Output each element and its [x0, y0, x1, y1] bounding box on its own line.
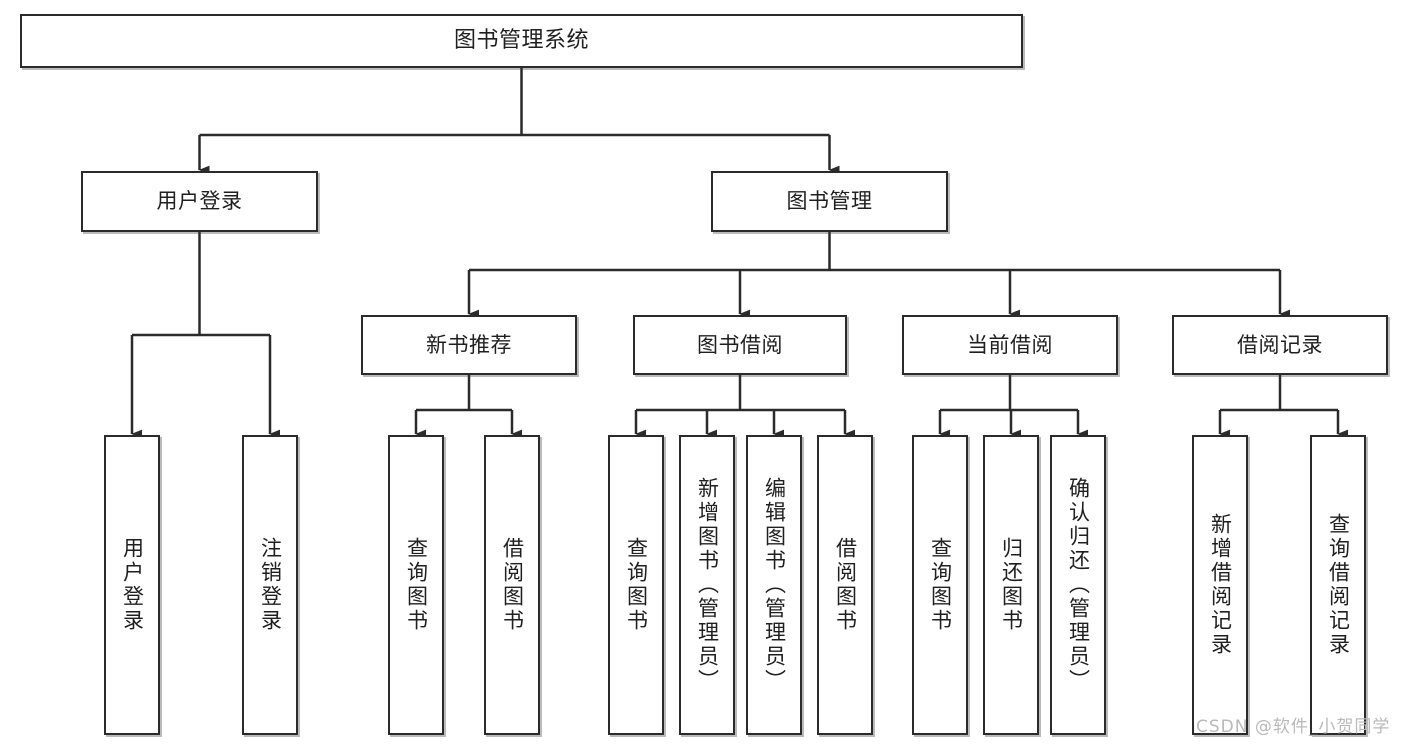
node-leaf-user-login[interactable]: 用户登录 [104, 435, 160, 735]
csdn-watermark: CSDN @软件_小贺同学 [1196, 717, 1391, 737]
node-current-borrow[interactable]: 当前借阅 [902, 315, 1118, 375]
node-leaf-add-record[interactable]: 新增借阅记录 [1192, 435, 1248, 735]
node-label: 图书借阅 [697, 332, 783, 357]
node-label: 借阅图书 [833, 537, 858, 633]
node-label: 查询图书 [624, 537, 649, 633]
node-label: 查询借阅记录 [1326, 513, 1351, 657]
node-label: 新增借阅记录 [1208, 513, 1233, 657]
node-leaf-borrow-book-1[interactable]: 借阅图书 [484, 435, 540, 735]
node-borrow-record[interactable]: 借阅记录 [1172, 315, 1388, 375]
node-label: 图书管理 [786, 189, 873, 214]
node-label: 借阅记录 [1237, 332, 1323, 357]
node-label: 用户登录 [120, 537, 145, 633]
node-leaf-add-book[interactable]: 新增图书（管理员） [679, 435, 735, 735]
node-leaf-confirm-return[interactable]: 确认归还（管理员） [1050, 435, 1106, 735]
node-leaf-query-record[interactable]: 查询借阅记录 [1310, 435, 1366, 735]
node-leaf-query-book-1[interactable]: 查询图书 [388, 435, 444, 735]
node-label: 新增图书（管理员） [695, 477, 720, 693]
node-leaf-query-book-2[interactable]: 查询图书 [608, 435, 664, 735]
node-leaf-query-book-3[interactable]: 查询图书 [912, 435, 968, 735]
node-book-borrow[interactable]: 图书借阅 [633, 315, 847, 375]
node-leaf-edit-book[interactable]: 编辑图书（管理员） [746, 435, 802, 735]
node-label: 用户登录 [156, 189, 243, 214]
node-label: 编辑图书（管理员） [762, 477, 787, 693]
node-label: 确认归还（管理员） [1066, 477, 1091, 693]
node-label: 查询图书 [404, 537, 429, 633]
node-leaf-borrow-book-2[interactable]: 借阅图书 [817, 435, 873, 735]
node-label: 新书推荐 [426, 332, 512, 357]
node-new-book-rec[interactable]: 新书推荐 [361, 315, 577, 375]
node-label: 注销登录 [258, 537, 283, 633]
node-label: 归还图书 [999, 537, 1024, 633]
node-label: 借阅图书 [500, 537, 525, 633]
node-label: 当前借阅 [967, 332, 1053, 357]
node-label: 查询图书 [928, 537, 953, 633]
node-label: 图书管理系统 [453, 28, 589, 54]
node-leaf-return-book[interactable]: 归还图书 [983, 435, 1039, 735]
node-book-manage[interactable]: 图书管理 [711, 171, 948, 232]
node-leaf-user-logout[interactable]: 注销登录 [242, 435, 298, 735]
node-user-login[interactable]: 用户登录 [81, 171, 318, 232]
node-root[interactable]: 图书管理系统 [20, 14, 1023, 68]
